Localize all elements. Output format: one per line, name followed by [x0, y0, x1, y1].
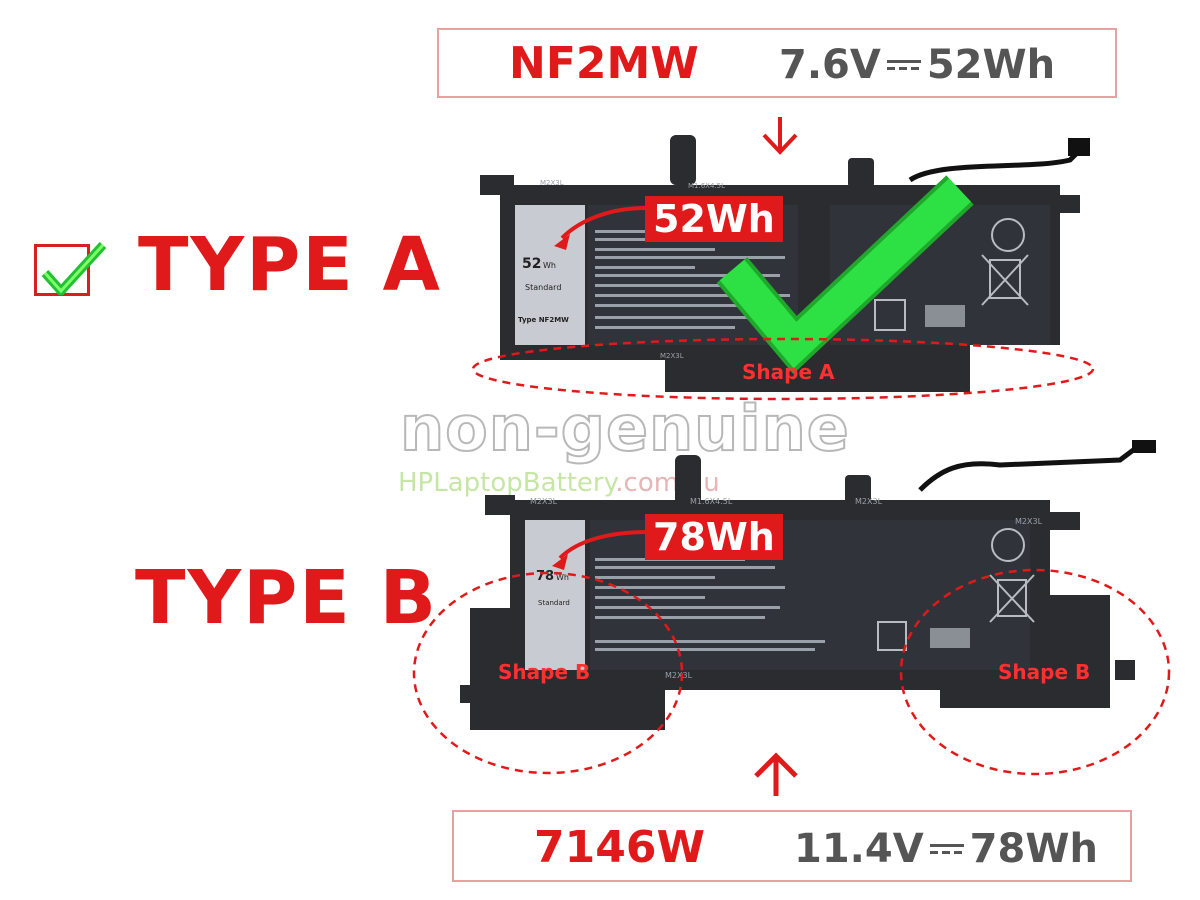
battery-b-sticker-std: Standard	[538, 599, 570, 607]
dc-symbol-icon	[929, 842, 964, 856]
screw-label: M2X3L	[530, 497, 558, 506]
battery-b-tab	[1050, 512, 1080, 530]
watermark-domain: .com.au	[615, 468, 720, 498]
shape-b-left-label: Shape B	[498, 660, 591, 684]
big-green-check-icon	[716, 175, 974, 375]
battery-b-cable	[918, 443, 1142, 492]
recycle-icon	[877, 621, 907, 651]
battery-b-tab	[845, 475, 871, 505]
battery-a-image: 52 Wh Standard Type NF2MW M2X3L M1.6X4.5…	[480, 135, 1090, 392]
curved-arrow-icon	[560, 206, 646, 240]
warning-label-icon	[925, 305, 965, 327]
battery-b-tab	[675, 455, 701, 505]
type-b-capacity: 78Wh	[969, 826, 1098, 872]
battery-a-sticker-std: Standard	[525, 283, 561, 292]
screw-label: M1.6X4.5L	[690, 497, 733, 506]
type-b-voltage: 11.4V	[794, 826, 924, 872]
shape-a-highlight	[471, 337, 1095, 401]
curved-arrow-icon	[558, 530, 649, 560]
watermark-site: HPLaptopBattery.com.au	[398, 468, 720, 498]
type-b-spec-box: 7146W 11.4V 78Wh	[452, 810, 1132, 882]
recycle-bin-icon	[989, 574, 1035, 623]
battery-a-sticker-unit: Wh	[543, 261, 556, 270]
cert-seal-icon	[991, 528, 1025, 562]
dc-symbol-icon	[886, 58, 921, 72]
screw-label: M2X3L	[1015, 517, 1043, 526]
watermark-brand: HPLaptopBattery	[398, 468, 616, 498]
shape-a-label: Shape A	[742, 360, 835, 384]
battery-a-cable	[908, 148, 1082, 183]
recycle-bin-icon	[981, 254, 1029, 306]
battery-b-tab	[1115, 660, 1135, 680]
type-a-spec-box: NF2MW 7.6V 52Wh	[437, 28, 1117, 98]
screw-label: M1.6X4.5L	[688, 182, 725, 190]
type-b-label: TYPE B	[135, 555, 439, 641]
shape-b-left-highlight	[412, 571, 684, 775]
type-b-capacity-callout: 78Wh	[645, 514, 783, 560]
battery-a-sticker-capacity: 52	[522, 256, 541, 272]
type-b-model: 7146W	[534, 822, 705, 873]
screw-label: M2X3L	[665, 671, 693, 680]
arrow-up-icon	[754, 752, 798, 796]
battery-a-tab	[848, 158, 874, 188]
shape-b-right-label: Shape B	[998, 660, 1091, 684]
type-a-capacity: 52Wh	[926, 42, 1056, 88]
watermark-non-genuine: non-genuine	[399, 391, 850, 466]
battery-a-sticker-type: Type NF2MW	[518, 316, 569, 324]
green-check-icon	[41, 241, 107, 296]
screw-label: M2X3L	[540, 179, 564, 187]
battery-b-tab	[485, 495, 515, 515]
type-b-spec: 11.4V 78Wh	[794, 826, 1098, 872]
battery-b-connector	[1132, 440, 1156, 453]
cert-seal-icon	[991, 218, 1025, 252]
battery-a-connector	[1068, 138, 1090, 156]
type-a-capacity-callout: 52Wh	[645, 196, 783, 242]
warning-label-icon	[930, 628, 970, 648]
type-a-model: NF2MW	[509, 38, 699, 89]
type-a-spec: 7.6V 52Wh	[779, 42, 1055, 88]
type-a-label: TYPE A	[138, 222, 442, 308]
arrow-down-icon	[762, 117, 798, 155]
shape-b-right-highlight	[899, 568, 1171, 776]
screw-label: M2X3L	[855, 497, 883, 506]
battery-a-tab	[670, 135, 696, 185]
battery-b-sticker-unit: Wh	[556, 573, 569, 582]
recycle-icon	[874, 299, 906, 331]
checkbox-icon	[34, 241, 107, 296]
screw-label: M2X3L	[660, 352, 684, 360]
type-a-voltage: 7.6V	[779, 42, 881, 88]
